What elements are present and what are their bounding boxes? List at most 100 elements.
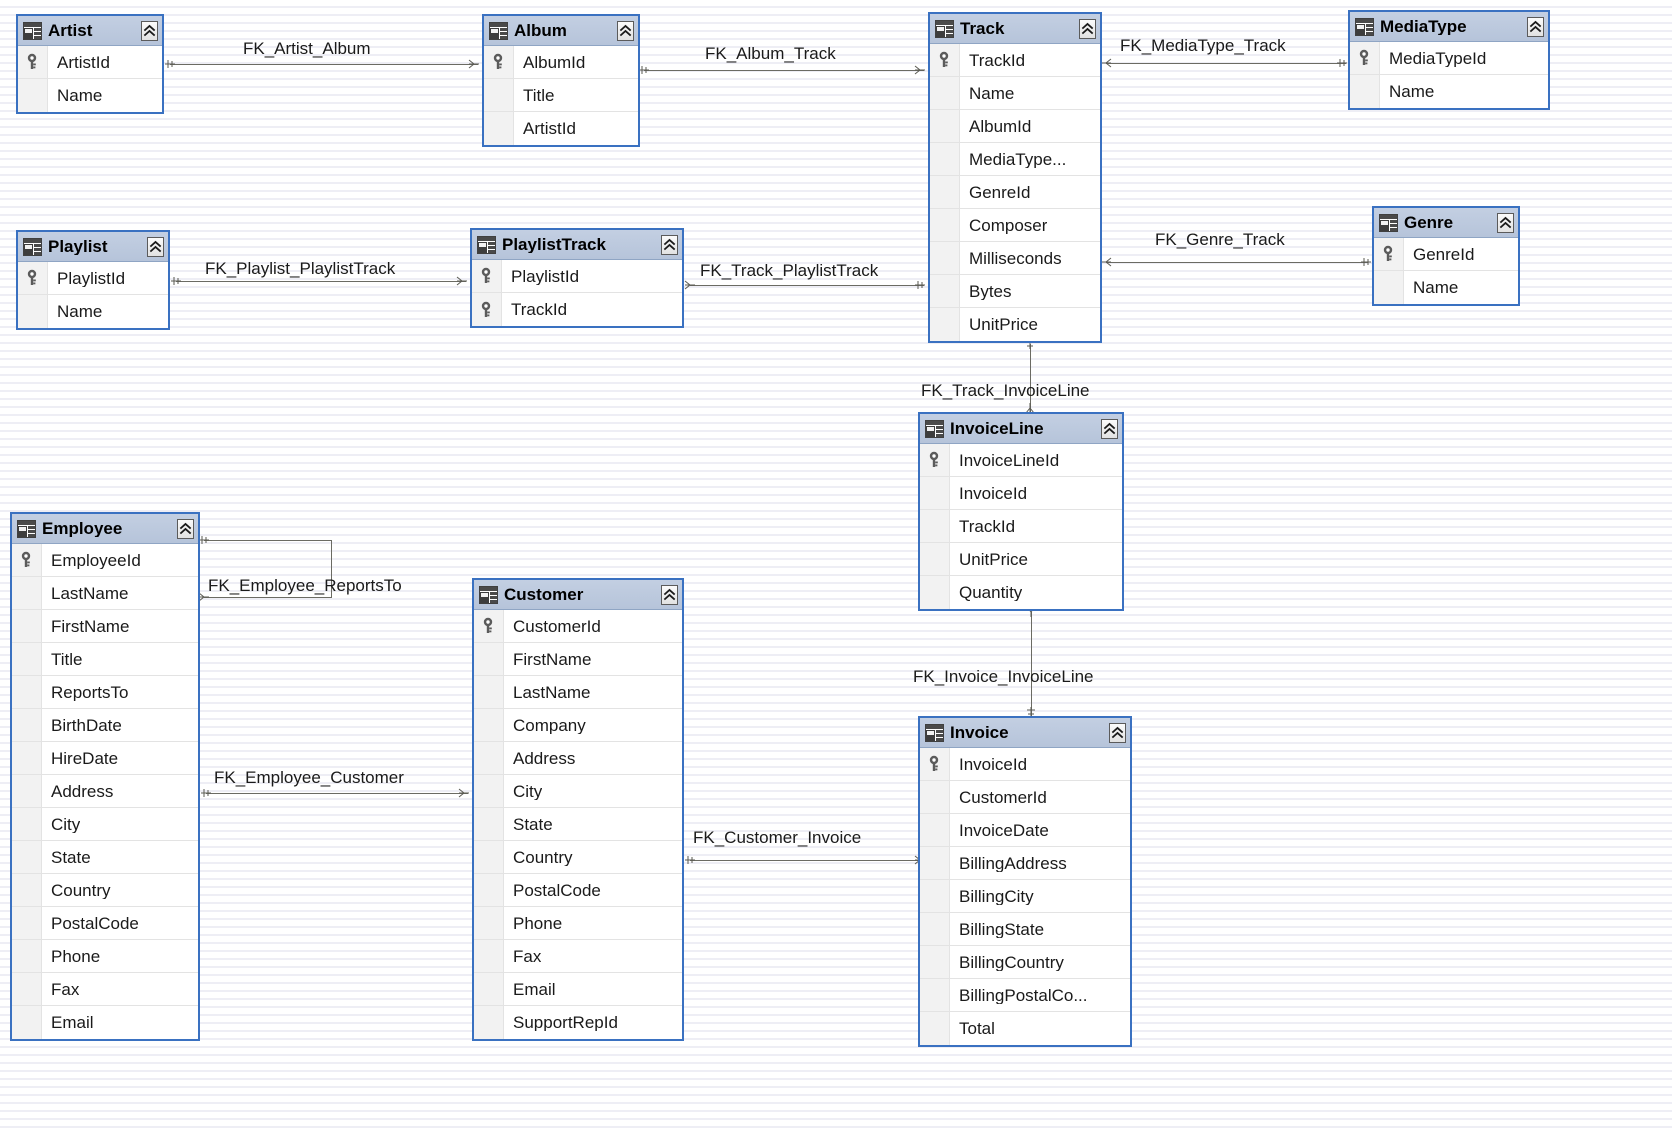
table-row[interactable]: Quantity — [920, 576, 1122, 609]
collapse-chevrons-icon[interactable] — [177, 518, 194, 539]
relationship-label-employee-reportsto[interactable]: FK_Employee_ReportsTo — [208, 576, 402, 595]
table-row[interactable]: BillingState — [920, 913, 1130, 946]
table-row[interactable]: ArtistId — [484, 112, 638, 145]
table-row[interactable]: AlbumId — [484, 46, 638, 79]
relationship-line-playlist-playlisttrack[interactable] — [176, 281, 466, 282]
table-row[interactable]: MediaType... — [930, 143, 1100, 176]
table-row[interactable]: InvoiceLineId — [920, 444, 1122, 477]
table-row[interactable]: Name — [1350, 75, 1548, 108]
table-row[interactable]: UnitPrice — [920, 543, 1122, 576]
table-row[interactable]: Email — [12, 1006, 198, 1039]
table-row[interactable]: PlaylistId — [472, 260, 682, 293]
table-row[interactable]: TrackId — [930, 44, 1100, 77]
table-row[interactable]: TrackId — [920, 510, 1122, 543]
table-row[interactable]: Name — [930, 77, 1100, 110]
table-row[interactable]: Name — [1374, 271, 1518, 304]
table-row[interactable]: CustomerId — [474, 610, 682, 643]
collapse-chevrons-icon[interactable] — [147, 236, 164, 257]
table-row[interactable]: Title — [12, 643, 198, 676]
table-header-genre[interactable]: Genre — [1374, 208, 1518, 238]
table-row[interactable]: City — [12, 808, 198, 841]
table-row[interactable]: AlbumId — [930, 110, 1100, 143]
table-row[interactable]: EmployeeId — [12, 544, 198, 577]
relationship-line-customer-invoice[interactable] — [690, 860, 924, 861]
relationship-line-track-playlisttrack[interactable] — [690, 285, 924, 286]
table-row[interactable]: Country — [12, 874, 198, 907]
relationship-label-track-playlisttrack[interactable]: FK_Track_PlaylistTrack — [700, 261, 879, 280]
table-row[interactable]: Milliseconds — [930, 242, 1100, 275]
table-row[interactable]: State — [474, 808, 682, 841]
relationship-line-album-track[interactable] — [644, 70, 924, 71]
collapse-chevrons-icon[interactable] — [1079, 18, 1096, 39]
relationship-line-track-invoiceline[interactable] — [1030, 344, 1031, 412]
collapse-chevrons-icon[interactable] — [1109, 722, 1126, 743]
table-row[interactable]: PlaylistId — [18, 262, 168, 295]
table-row[interactable]: Address — [12, 775, 198, 808]
table-header-playlisttrack[interactable]: PlaylistTrack — [472, 230, 682, 260]
table-row[interactable]: Address — [474, 742, 682, 775]
relationship-label-track-invoiceline[interactable]: FK_Track_InvoiceLine — [921, 381, 1090, 400]
table-header-album[interactable]: Album — [484, 16, 638, 46]
table-row[interactable]: BillingAddress — [920, 847, 1130, 880]
table-row[interactable]: UnitPrice — [930, 308, 1100, 341]
table-row[interactable]: GenreId — [1374, 238, 1518, 271]
table-header-invoiceline[interactable]: InvoiceLine — [920, 414, 1122, 444]
relationship-label-artist-album[interactable]: FK_Artist_Album — [243, 39, 371, 58]
table-row[interactable]: InvoiceId — [920, 748, 1130, 781]
table-row[interactable]: BirthDate — [12, 709, 198, 742]
relationship-line-employee-reportsto-right[interactable] — [331, 540, 332, 597]
collapse-chevrons-icon[interactable] — [617, 20, 634, 41]
table-row[interactable]: Name — [18, 295, 168, 328]
collapse-chevrons-icon[interactable] — [661, 234, 678, 255]
collapse-chevrons-icon[interactable] — [1101, 418, 1118, 439]
relationship-label-genre-track[interactable]: FK_Genre_Track — [1155, 230, 1285, 249]
table-row[interactable]: InvoiceDate — [920, 814, 1130, 847]
table-row[interactable]: SupportRepId — [474, 1006, 682, 1039]
table-row[interactable]: State — [12, 841, 198, 874]
table-row[interactable]: Company — [474, 709, 682, 742]
relationship-label-employee-customer[interactable]: FK_Employee_Customer — [214, 768, 404, 787]
table-row[interactable]: Composer — [930, 209, 1100, 242]
table-row[interactable]: BillingCity — [920, 880, 1130, 913]
table-row[interactable]: Name — [18, 79, 162, 112]
table-row[interactable]: InvoiceId — [920, 477, 1122, 510]
table-row[interactable]: City — [474, 775, 682, 808]
collapse-chevrons-icon[interactable] — [1527, 16, 1544, 37]
table-row[interactable]: HireDate — [12, 742, 198, 775]
relationship-line-employee-reportsto-bottom[interactable] — [204, 597, 332, 598]
table-row[interactable]: Email — [474, 973, 682, 1006]
table-row[interactable]: Fax — [474, 940, 682, 973]
table-row[interactable]: Phone — [474, 907, 682, 940]
table-row[interactable]: MediaTypeId — [1350, 42, 1548, 75]
table-row[interactable]: Country — [474, 841, 682, 874]
relationship-label-playlist-playlisttrack[interactable]: FK_Playlist_PlaylistTrack — [205, 259, 396, 278]
table-header-invoice[interactable]: Invoice — [920, 718, 1130, 748]
relationship-label-customer-invoice[interactable]: FK_Customer_Invoice — [693, 828, 862, 847]
relationship-line-invoice-invoiceline[interactable] — [1031, 612, 1032, 716]
table-row[interactable]: FirstName — [474, 643, 682, 676]
relationship-line-employee-reportsto-top[interactable] — [204, 540, 332, 541]
table-header-employee[interactable]: Employee — [12, 514, 198, 544]
table-row[interactable]: GenreId — [930, 176, 1100, 209]
table-row[interactable]: FirstName — [12, 610, 198, 643]
table-row[interactable]: Total — [920, 1012, 1130, 1045]
table-header-playlist[interactable]: Playlist — [18, 232, 168, 262]
table-row[interactable]: BillingPostalCo... — [920, 979, 1130, 1012]
table-row[interactable]: ArtistId — [18, 46, 162, 79]
relationship-label-album-track[interactable]: FK_Album_Track — [705, 44, 836, 63]
table-row[interactable]: PostalCode — [12, 907, 198, 940]
relationship-label-mediatype-track[interactable]: FK_MediaType_Track — [1120, 36, 1286, 55]
table-row[interactable]: LastName — [474, 676, 682, 709]
table-row[interactable]: Phone — [12, 940, 198, 973]
